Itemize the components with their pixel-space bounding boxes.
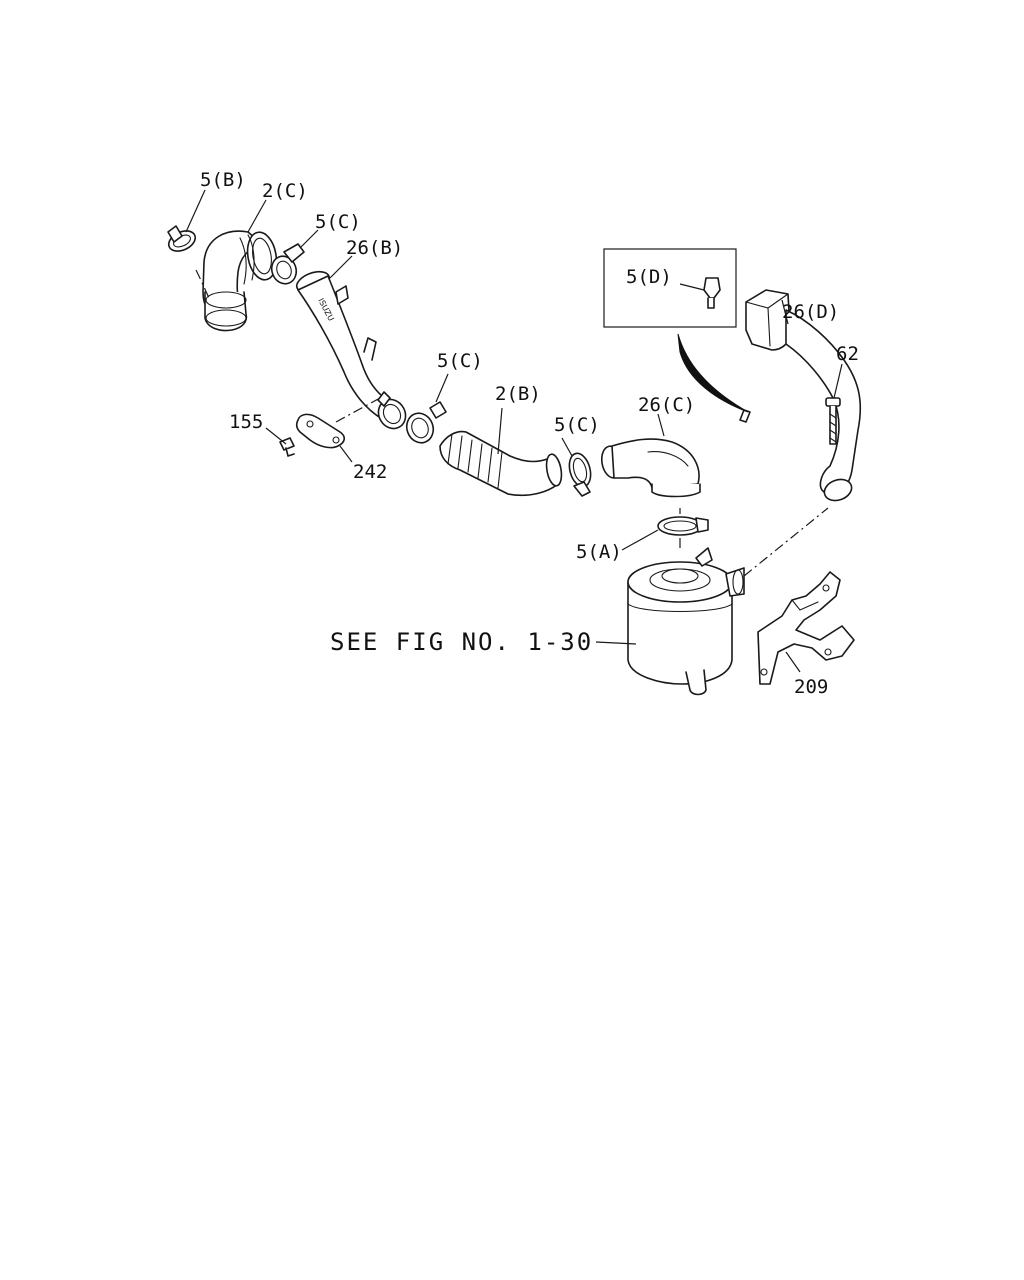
label-see-fig: SEE FIG NO. 1-30 xyxy=(330,628,593,656)
inset-5d xyxy=(603,248,749,413)
label-5c-right: 5(C) xyxy=(554,414,600,436)
label-2b: 2(B) xyxy=(495,383,541,405)
label-2c: 2(C) xyxy=(262,180,308,202)
label-5c-mid: 5(C) xyxy=(437,350,483,372)
clamp-5c-upper xyxy=(270,243,305,285)
bolt-62 xyxy=(825,397,841,445)
inlet-elbow-26c xyxy=(600,438,701,498)
air-cleaner xyxy=(627,547,745,696)
outlet-duct-26d xyxy=(739,289,862,502)
label-62: 62 xyxy=(836,343,859,365)
clamp-5b xyxy=(167,225,197,252)
label-26b: 26(B) xyxy=(346,237,403,259)
label-242: 242 xyxy=(353,461,387,483)
clamp-5a xyxy=(657,508,709,548)
label-5d: 5(D) xyxy=(626,266,672,288)
label-5a: 5(A) xyxy=(576,541,622,563)
bolt-155 xyxy=(279,437,295,457)
label-5c-top: 5(C) xyxy=(315,211,361,233)
intake-pipe-26b: ISUZU xyxy=(295,270,407,430)
bracket-242 xyxy=(295,413,346,449)
elbow-hose-2c xyxy=(195,230,278,332)
bracket-209 xyxy=(757,571,855,685)
label-155: 155 xyxy=(229,411,263,433)
alignment-lines xyxy=(335,397,829,577)
corrugated-hose-2b xyxy=(439,430,563,497)
clamp-5c-middle xyxy=(405,401,447,444)
leader-lines xyxy=(185,189,843,673)
clamp-5c-right xyxy=(568,452,592,497)
label-5b: 5(B) xyxy=(200,169,246,191)
label-26d: 26(D) xyxy=(782,301,839,323)
label-209: 209 xyxy=(794,676,828,698)
label-26c: 26(C) xyxy=(638,394,695,416)
callout-labels: 5(B) 2(C) 5(C) 26(B) 5(C) 2(B) 5(C) 26(C… xyxy=(200,169,859,698)
